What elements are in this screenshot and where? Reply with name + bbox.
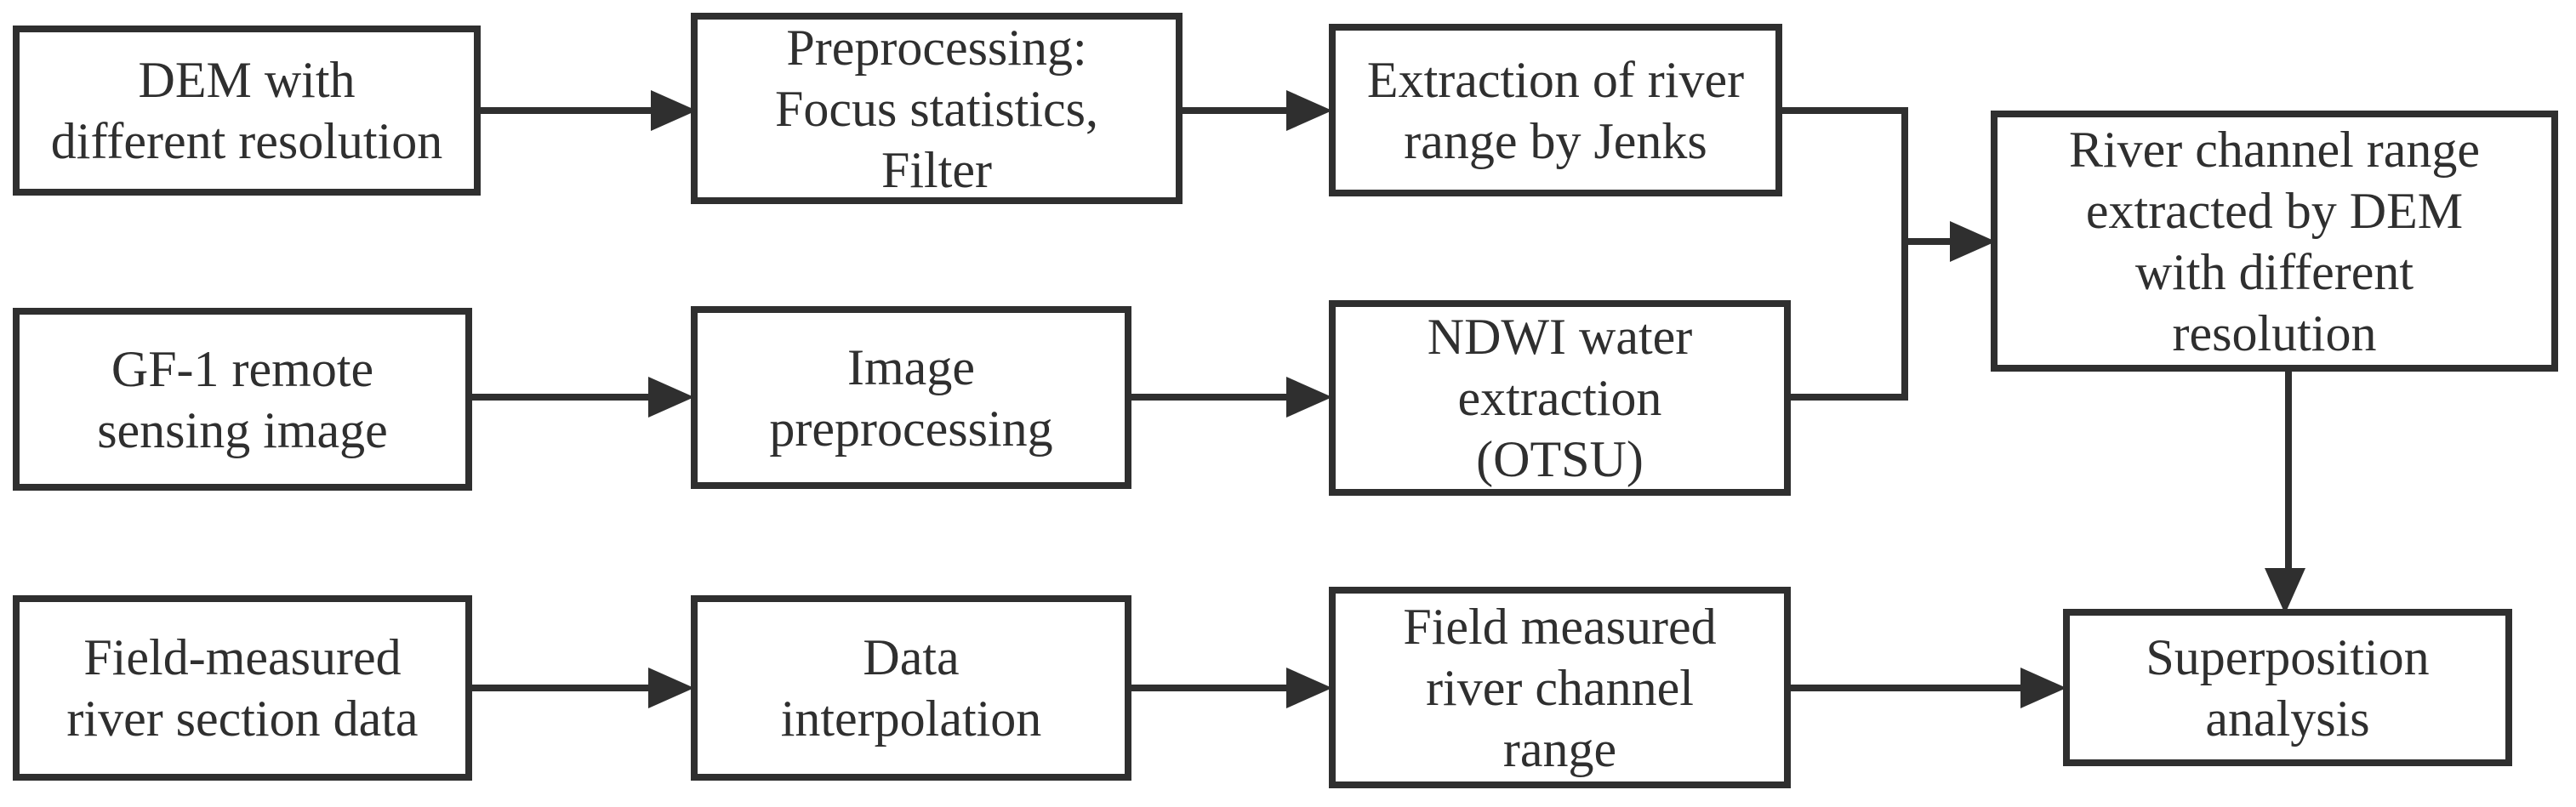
node-ndwi-water-extraction: NDWI water extraction (OTSU) xyxy=(1329,300,1791,496)
node-label: GF-1 remote sensing image xyxy=(97,340,388,458)
edge-dem-to-preprocessing-line xyxy=(481,107,651,114)
node-label: Field measured river channel range xyxy=(1403,598,1717,777)
node-superposition-analysis: Superposition analysis xyxy=(2063,609,2512,766)
edge-image-preprocessing-to-ndwi-arrowhead xyxy=(1286,377,1332,418)
node-label: DEM with different resolution xyxy=(50,52,443,169)
edge-jenks-out-line xyxy=(1782,107,1908,114)
node-data-interpolation: Data interpolation xyxy=(691,595,1131,781)
node-dem-different-resolution: DEM with different resolution xyxy=(13,26,481,196)
edge-gf1-to-image-preprocessing-line xyxy=(472,394,648,401)
node-label: Preprocessing: Focus statistics, Filter xyxy=(774,19,1098,198)
node-label: Extraction of river range by Jenks xyxy=(1366,51,1745,169)
edge-field-range-to-superposition-arrowhead xyxy=(2020,668,2066,708)
edge-merge-to-river-line xyxy=(1901,238,1950,245)
node-label: Superposition analysis xyxy=(2146,628,2430,747)
edge-interpolation-to-field-range-line xyxy=(1131,685,1286,691)
edge-field-range-to-superposition-line xyxy=(1791,685,2020,691)
edge-dem-to-preprocessing-arrowhead xyxy=(651,90,697,131)
edge-interpolation-to-field-range-arrowhead xyxy=(1286,668,1332,708)
node-label: Field-measured river section data xyxy=(66,629,419,747)
node-gf1-remote-sensing-image: GF-1 remote sensing image xyxy=(13,308,472,491)
node-image-preprocessing: Image preprocessing xyxy=(691,306,1131,489)
node-river-channel-range-dem: River channel range extracted by DEM wit… xyxy=(1991,111,2558,372)
node-label: NDWI water extraction (OTSU) xyxy=(1427,309,1693,487)
edge-preprocessing-to-jenks-arrowhead xyxy=(1286,90,1332,131)
node-field-measured-river-section-data: Field-measured river section data xyxy=(13,595,472,781)
node-preprocessing-focus-statistics: Preprocessing: Focus statistics, Filter xyxy=(691,13,1183,204)
node-extraction-river-range-jenks: Extraction of river range by Jenks xyxy=(1329,24,1782,196)
edge-preprocessing-to-jenks-line xyxy=(1183,107,1286,114)
edge-river-to-superposition-arrowhead xyxy=(2265,568,2305,614)
edge-field-section-to-interpolation-line xyxy=(472,685,648,691)
node-label: Data interpolation xyxy=(780,629,1042,747)
node-field-measured-river-channel-range: Field measured river channel range xyxy=(1329,587,1791,788)
node-label: Image preprocessing xyxy=(769,338,1053,457)
edge-river-to-superposition-line xyxy=(2285,372,2292,571)
edge-merge-vertical-line xyxy=(1901,107,1908,401)
node-label: River channel range extracted by DEM wit… xyxy=(2068,121,2481,361)
edge-merge-to-river-arrowhead xyxy=(1950,221,1996,262)
edge-field-section-to-interpolation-arrowhead xyxy=(648,668,694,708)
edge-ndwi-out-line xyxy=(1791,394,1901,401)
edge-gf1-to-image-preprocessing-arrowhead xyxy=(648,377,694,418)
edge-image-preprocessing-to-ndwi-line xyxy=(1131,394,1286,401)
